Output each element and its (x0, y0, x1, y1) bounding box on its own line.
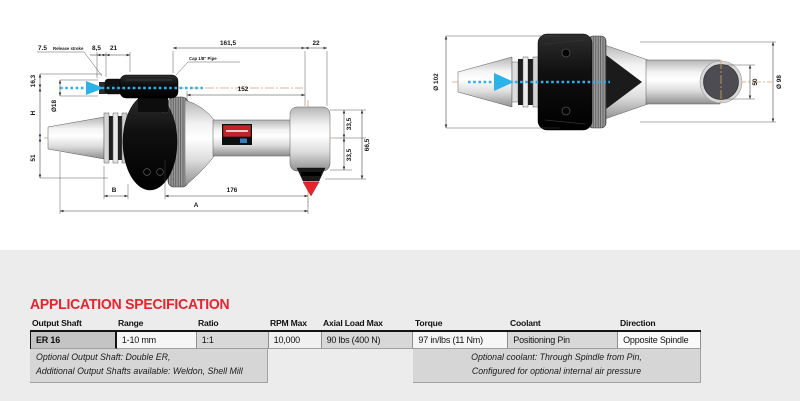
coolant-flow-arrow-top (468, 73, 610, 91)
note-line: Configured for optional internal air pre… (471, 365, 642, 376)
spec-data-row: ER 16 1-10 mm 1:1 10,000 90 lbs (400 N) … (30, 330, 701, 349)
spec-notes: Optional Output Shaft: Double ER, Additi… (30, 349, 701, 384)
dim-33-5-upper: 33,5 (346, 117, 353, 130)
dim-dia18: Ø18 (51, 100, 58, 113)
housing-screw (156, 168, 164, 176)
dim-152: 152 (238, 86, 249, 93)
note-line: Optional coolant: Through Spindle from P… (471, 352, 642, 362)
technical-drawings: 16,3 H 51 Ø18 7.5 Release stroke 8,5 21 … (30, 33, 783, 214)
col-direction: Direction (620, 318, 656, 328)
dim-b: B (112, 187, 117, 194)
col-torque: Torque (415, 318, 443, 328)
value-direction: Opposite Spindle (618, 332, 701, 349)
col-output-shaft: Output Shaft (32, 318, 82, 328)
value-coolant: Positioning Pin (508, 332, 619, 349)
application-specification: APPLICATION SPECIFICATION Output Shaft R… (30, 296, 701, 384)
col-ratio: Ratio (198, 318, 219, 328)
dim-dia102: Ø 102 (433, 73, 440, 91)
angle-head (289, 106, 331, 172)
collet-nut (296, 167, 326, 182)
note-line: Optional Output Shaft: Double ER, (36, 352, 171, 362)
coolant-banjo (99, 74, 179, 112)
dim-33-5-lower: 33,5 (346, 148, 353, 161)
value-rpm-max: 10,000 (268, 332, 322, 349)
value-torque: 97 in/lbs (11 Nm) (413, 332, 509, 349)
dim-21: 21 (110, 45, 118, 52)
col-axial-load-max: Axial Load Max (323, 318, 383, 328)
value-ratio: 1:1 (196, 332, 269, 349)
dim-dia98: Ø 98 (776, 75, 783, 89)
dim-51: 51 (30, 154, 37, 162)
dim-cap-pipe: Cap 1/8" Pipe (189, 56, 217, 61)
dim-8-5: 8,5 (92, 45, 101, 52)
side-view-drawing: 16,3 H 51 Ø18 7.5 Release stroke 8,5 21 … (30, 40, 371, 214)
inner-cone-top (602, 52, 642, 112)
col-coolant: Coolant (510, 318, 541, 328)
housing-screw (561, 48, 571, 58)
col-rpm-max: RPM Max (270, 318, 307, 328)
value-axial-load-max: 90 lbs (400 N) (321, 332, 414, 349)
housing-screw (143, 168, 151, 176)
dim-176: 176 (227, 187, 238, 194)
notes-output-shaft: Optional Output Shaft: Double ER, Additi… (30, 349, 268, 384)
brand-logo (222, 124, 252, 145)
dim-a: A (194, 202, 199, 209)
body-cone (184, 99, 216, 187)
top-view-drawing: Ø 102 50 Ø 98 (433, 33, 783, 131)
col-range: Range (118, 318, 144, 328)
coolant-flow-arrow (60, 81, 205, 95)
dim-22: 22 (312, 40, 320, 47)
spec-title: APPLICATION SPECIFICATION (30, 296, 230, 313)
dim-66-5: 66,5 (364, 138, 371, 151)
tool-direction-arrow (302, 181, 320, 197)
note-line: Additional Output Shafts available: Weld… (36, 365, 243, 376)
notes-coolant: Optional coolant: Through Spindle from P… (413, 349, 701, 384)
dim-release-label: Release stroke (53, 46, 84, 51)
dim-50: 50 (752, 78, 759, 86)
value-range: 1-10 mm (116, 332, 197, 349)
dim-h: H (30, 110, 37, 115)
dim-16-3: 16,3 (30, 74, 37, 87)
dim-release-value: 7.5 (38, 45, 47, 52)
spec-header-row: Output Shaft Range Ratio RPM Max Axial L… (30, 315, 701, 330)
value-output-shaft: ER 16 (31, 332, 117, 349)
housing-screw (561, 106, 571, 116)
dim-161-5: 161,5 (220, 40, 236, 47)
taper-shank (47, 116, 105, 160)
